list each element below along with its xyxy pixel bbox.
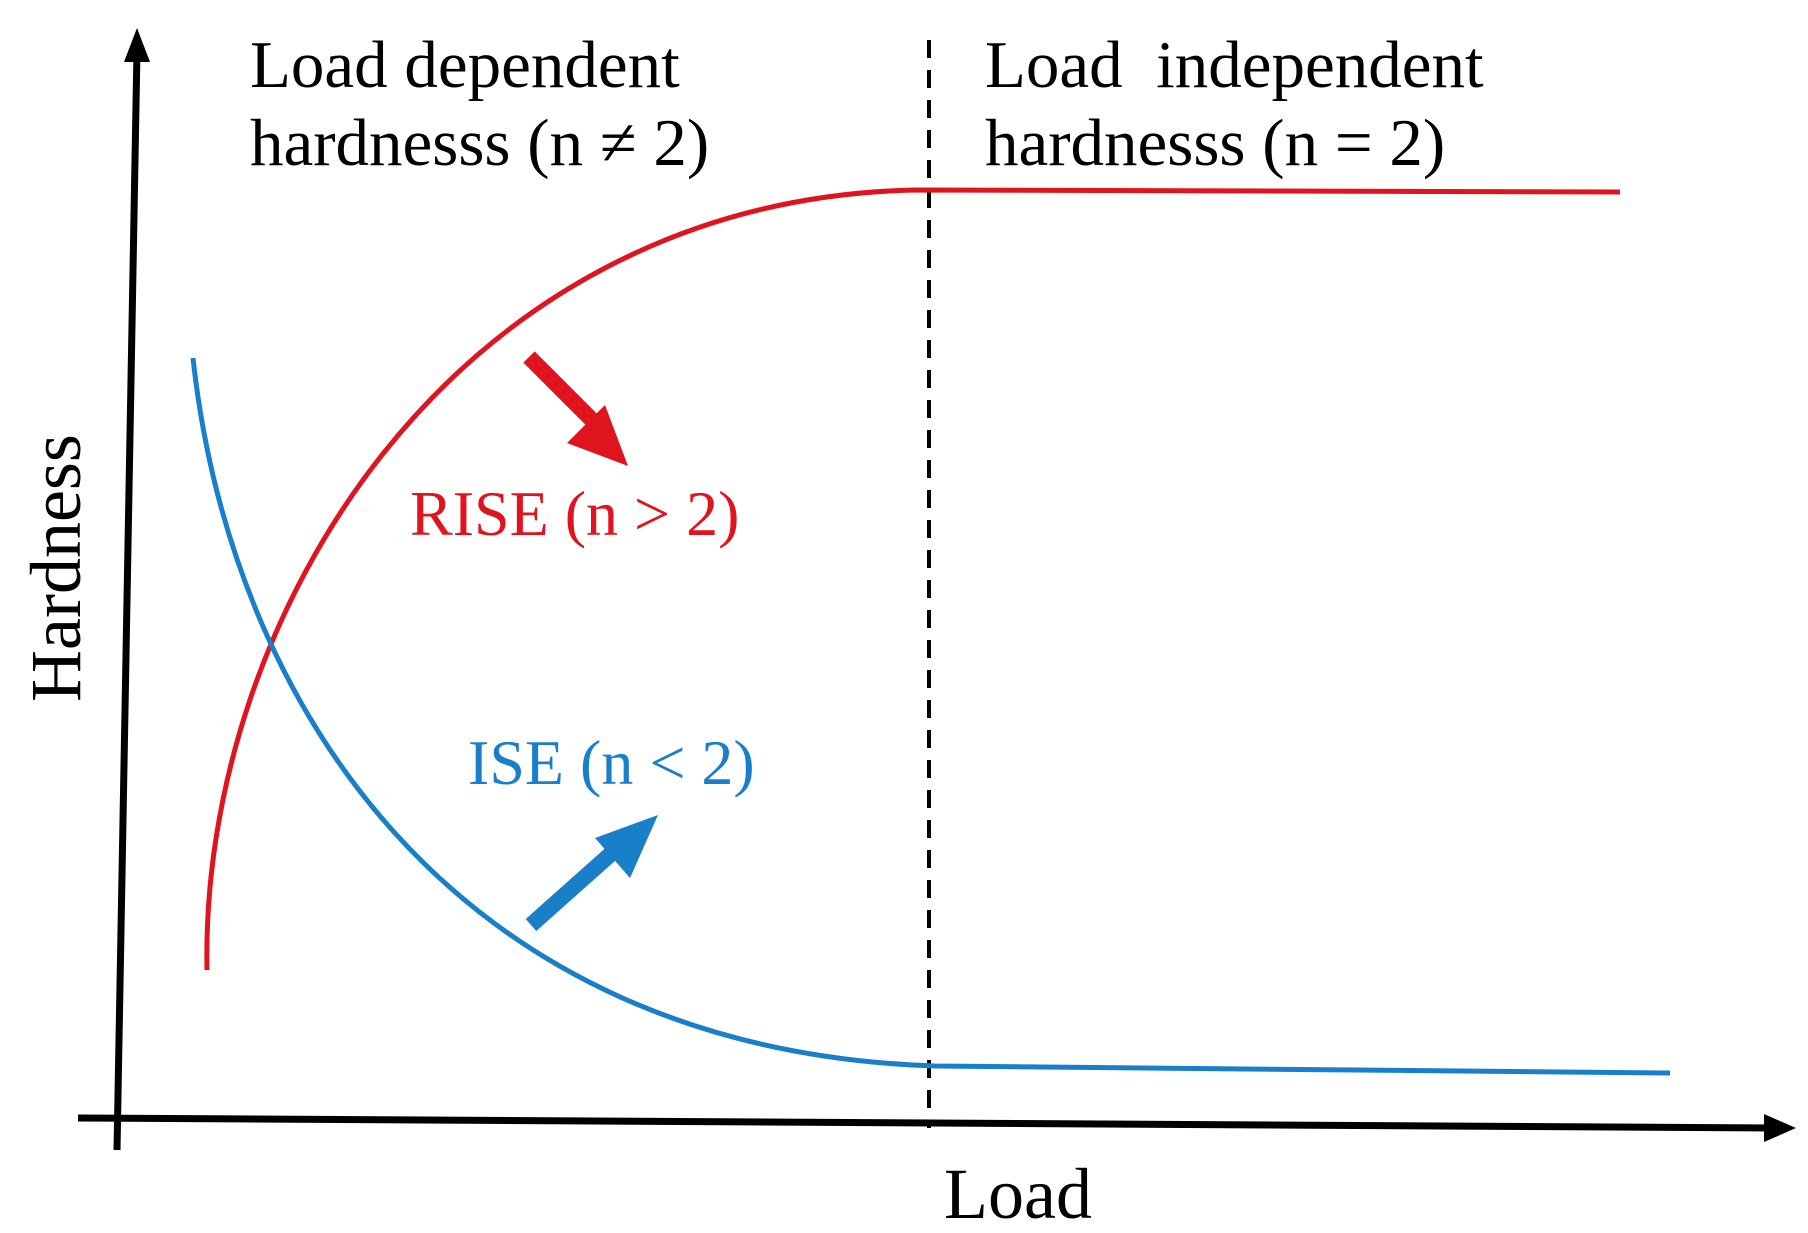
right-region-title-line1: Load independent [985, 28, 1484, 102]
y-axis-arrowhead [124, 28, 150, 62]
x-axis-label: Load [944, 1154, 1092, 1233]
left-region-title-line2: hardnesss (n ≠ 2) [250, 106, 709, 180]
right-region-title-line2: hardnesss (n = 2) [985, 106, 1445, 180]
ise-curve [190, 357, 1671, 1076]
x-axis-arrowhead [1764, 1114, 1796, 1142]
left-region-title-line1: Load dependent [250, 28, 680, 102]
y-axis [113, 49, 141, 1151]
rise-label: RISE (n > 2) [410, 478, 739, 549]
arrow-down-right-icon [523, 351, 628, 466]
x-axis [77, 1114, 1776, 1132]
ise-label: ISE (n < 2) [468, 727, 755, 798]
arrow-up-right-icon [525, 815, 658, 931]
y-axis-label: Hardness [16, 434, 96, 702]
rise-curve [204, 187, 1621, 971]
axes [77, 49, 1776, 1151]
